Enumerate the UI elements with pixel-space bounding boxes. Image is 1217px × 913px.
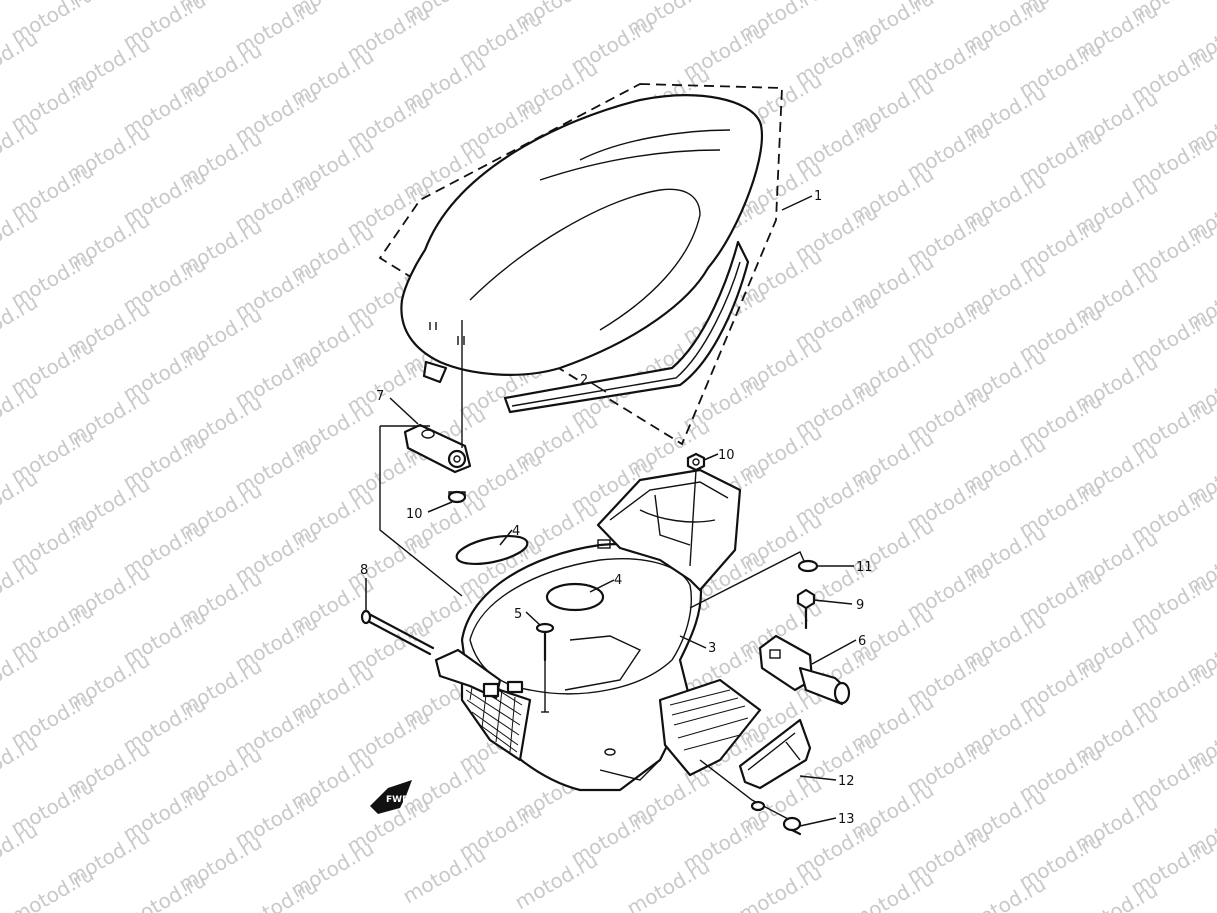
callout-12: 12	[838, 774, 855, 789]
callout-10-top: 10	[718, 448, 735, 463]
callout-8: 8	[360, 563, 368, 578]
callout-11: 11	[856, 560, 873, 575]
watermark-text: motod.ru	[1071, 878, 1162, 913]
hinge-nut	[447, 490, 467, 504]
fwd-label: FWD	[386, 795, 410, 805]
watermark-text: motod.ru	[0, 26, 42, 93]
watermark-text: motod.ru	[0, 202, 42, 269]
callout-4-upper: 4	[512, 524, 520, 539]
leader-lines	[365, 195, 857, 827]
watermark-text: motod.ru	[119, 868, 210, 913]
mounting-rod	[360, 609, 435, 656]
watermark-text: motod.ru	[0, 466, 42, 533]
watermark-text: motod.ru	[959, 872, 1050, 913]
hinge-bracket-line	[379, 426, 463, 597]
callout-7: 7	[376, 389, 384, 404]
rubber-pad-left	[455, 534, 529, 566]
watermark-text: motod.ru	[0, 290, 42, 357]
watermark-text: motod.ru	[0, 378, 42, 445]
callout-labels: 1 2 3 4 4 5 6 7 8 9 10 10 11 12 13	[360, 189, 873, 827]
callout-13: 13	[838, 812, 855, 827]
cover-alignment-line	[699, 759, 791, 821]
box-screw	[535, 622, 555, 662]
callout-9: 9	[856, 598, 864, 613]
cover-washer	[750, 800, 766, 812]
nut-alignment-line	[689, 469, 697, 567]
callout-3: 3	[708, 641, 716, 656]
watermark-text: motod.ru	[623, 854, 714, 913]
storage-box	[434, 468, 762, 792]
seat-hinge	[403, 423, 472, 474]
cover-screw	[782, 816, 802, 836]
callout-5: 5	[514, 607, 522, 622]
watermark-text: motod.ru	[0, 730, 42, 797]
duct-ribs	[669, 689, 749, 751]
lock-bolt	[796, 588, 816, 630]
callout-2: 2	[580, 373, 588, 388]
watermark-text: motod.ru	[735, 860, 826, 913]
watermark-text: motod.ru	[399, 842, 490, 909]
seat-assembly-boundary	[378, 83, 783, 446]
seat-trim-strip	[503, 240, 750, 414]
side-cover	[738, 718, 812, 790]
washer	[797, 559, 819, 573]
rubber-pad-center	[545, 582, 605, 612]
watermark-text: motod.ru	[0, 0, 42, 4]
watermark-text: motod.ru	[0, 642, 42, 709]
watermark-text: motod.ru	[231, 874, 322, 913]
watermark-text: motod.ru	[511, 848, 602, 913]
callout-4-lower: 4	[614, 573, 622, 588]
callout-10-left: 10	[406, 507, 423, 522]
watermark-text: motod.ru	[7, 862, 98, 913]
seat-lock	[758, 634, 851, 706]
callout-1: 1	[814, 189, 822, 204]
watermark-text: motod.ru	[847, 866, 938, 913]
box-nut	[686, 452, 706, 472]
watermark-text: motod.ru	[0, 554, 42, 621]
forward-direction-arrow: FWD	[370, 780, 412, 814]
watermark-text: motod.ru	[0, 114, 42, 181]
seat-cushion	[400, 94, 764, 384]
callout-6: 6	[858, 634, 866, 649]
watermark-text: motod.ru	[0, 818, 42, 885]
